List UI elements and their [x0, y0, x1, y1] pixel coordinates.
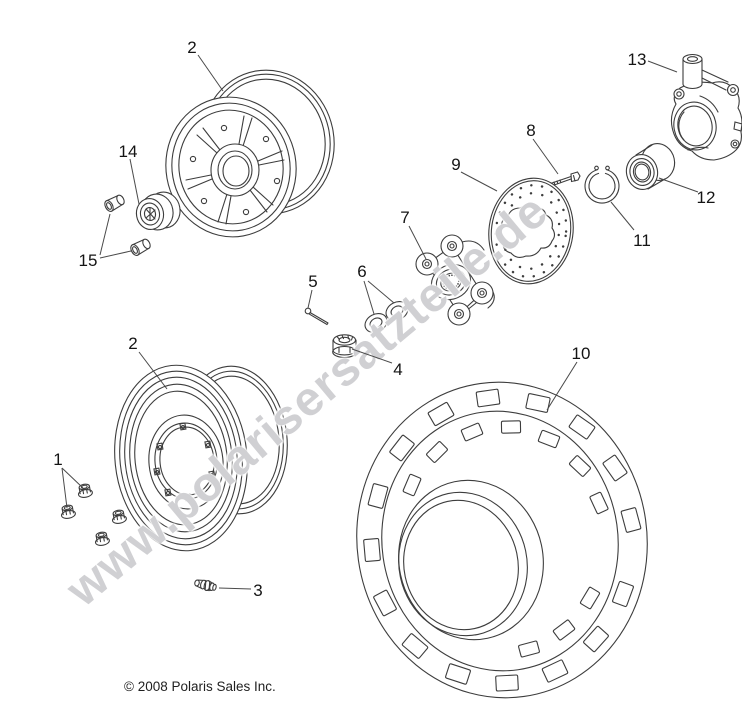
callout-label-castle-nut: 4 [393, 360, 402, 379]
callout-label-valve-stem: 3 [253, 581, 262, 600]
leader-line [610, 201, 635, 231]
callout-label-cotter-pin: 5 [308, 272, 317, 291]
leader-line [61, 467, 68, 509]
leader-line [61, 467, 84, 489]
leader-line [532, 138, 559, 175]
leader-line [351, 348, 393, 364]
leader-line [197, 54, 224, 92]
leader-line [460, 171, 498, 192]
leader-line [129, 158, 140, 205]
leader-line [546, 361, 578, 411]
part-snap-ring [584, 165, 620, 204]
part-wheel-hub [415, 234, 495, 326]
part-bearing [625, 143, 676, 190]
leader-line [99, 213, 111, 256]
callout-labels: 2 14 15 13 8 9 12 11 7 5 6 4 2 1 3 10 [53, 38, 715, 600]
leader-line [138, 351, 168, 390]
callout-label-hub-cap: 14 [119, 142, 138, 161]
callout-label-wheel-nuts: 15 [79, 251, 98, 270]
leader-line [218, 587, 252, 590]
leader-line [647, 60, 678, 73]
copyright-text: © 2008 Polaris Sales Inc. [124, 679, 276, 694]
callout-label-bearing: 12 [697, 188, 716, 207]
wheel-cast-hub-bore [210, 143, 260, 197]
leader-line [408, 225, 427, 260]
wheel-cast-spokes [185, 115, 285, 225]
part-steering-knuckle [670, 53, 742, 161]
tire-bead-opening [398, 479, 544, 641]
callout-label-hub: 7 [400, 208, 409, 227]
callout-label-lug-nuts: 1 [53, 450, 62, 469]
callout-label-brake-disc: 9 [451, 155, 460, 174]
leader-line [658, 177, 699, 193]
part-brake-disc [488, 177, 574, 285]
wheel-steel-center-disc [148, 414, 224, 510]
callout-label-bolt: 8 [526, 121, 535, 140]
part-front-wheel-steel [114, 364, 288, 552]
callout-label-wheel-cast: 2 [187, 38, 196, 57]
part-castle-nut [332, 334, 357, 359]
callout-label-wheel-steel: 2 [128, 334, 137, 353]
leader-lines [61, 54, 699, 590]
callout-label-snap-ring: 11 [633, 231, 651, 250]
part-hub-cap [135, 191, 181, 231]
leader-line [363, 280, 375, 315]
part-valve-stem [194, 579, 217, 592]
callout-label-knuckle: 13 [628, 50, 647, 69]
leader-line [367, 280, 395, 304]
part-tire [356, 381, 648, 699]
leader-line [307, 289, 313, 309]
leader-line [99, 250, 132, 259]
callout-label-tire: 10 [572, 344, 591, 363]
part-front-wheel-cast [165, 69, 335, 238]
callout-label-washers: 6 [357, 262, 366, 281]
part-cotter-pin [304, 307, 329, 326]
wheel-steel-lug-tabs [153, 422, 216, 502]
